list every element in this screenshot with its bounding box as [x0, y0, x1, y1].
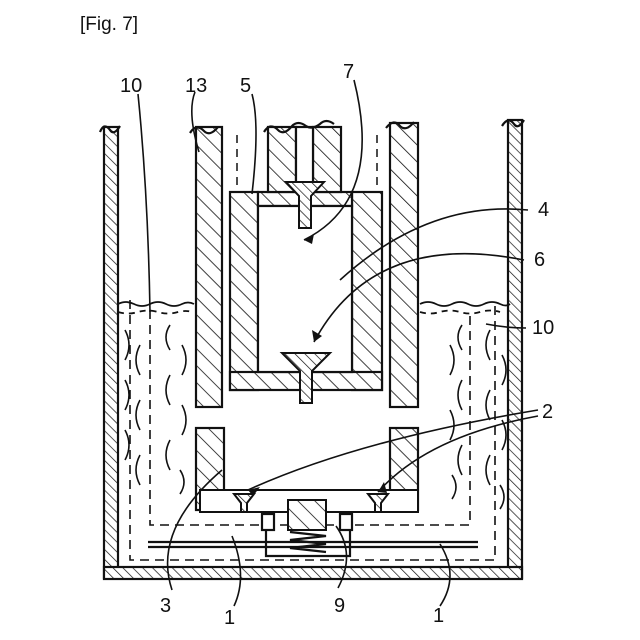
label-4: 4 [538, 199, 549, 221]
label-10-left: 10 [120, 75, 142, 97]
label-7: 7 [343, 61, 354, 83]
melt-pattern-left [125, 325, 186, 494]
label-10-right: 10 [532, 317, 554, 339]
sample-4 [258, 206, 352, 372]
label-3: 3 [160, 595, 171, 617]
label-5: 5 [240, 75, 251, 97]
label-13: 13 [185, 75, 207, 97]
support-plate [200, 490, 418, 530]
label-1-left: 1 [224, 607, 235, 629]
leader-5 [252, 94, 256, 194]
leader-10-left [138, 94, 150, 312]
figure-caption: [Fig. 7] [80, 14, 138, 35]
label-2: 2 [542, 401, 553, 423]
label-1-right: 1 [433, 605, 444, 627]
label-6: 6 [534, 249, 545, 271]
label-9: 9 [334, 595, 345, 617]
